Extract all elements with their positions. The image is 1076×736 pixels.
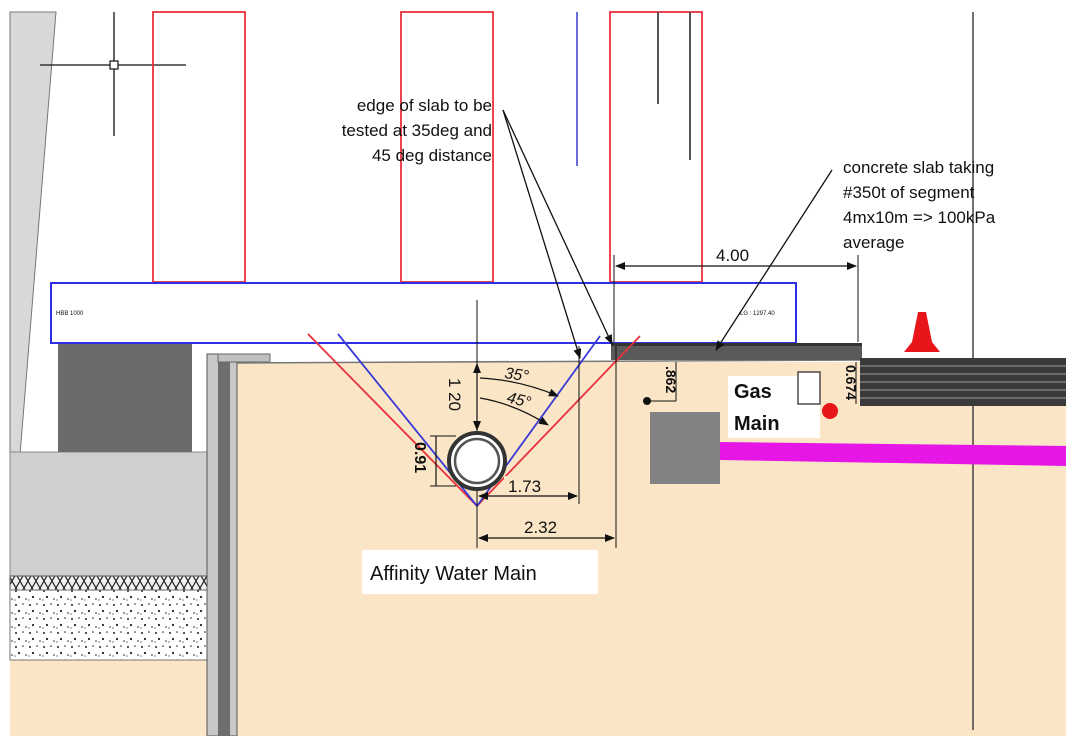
offset-35-label: 2.32 — [524, 518, 557, 537]
concrete-slab — [611, 344, 862, 360]
beam-band — [50, 282, 797, 344]
gas-main-pipe — [720, 442, 1066, 466]
slab-note-line-3: 4mx10m => 100kPa — [843, 208, 996, 227]
soil-area-left — [10, 660, 210, 736]
offset-45-label-bg — [504, 476, 556, 496]
water-main-label-box — [362, 550, 598, 594]
slab-note-line-1: concrete slab taking — [843, 158, 994, 177]
crosshair-box — [109, 60, 119, 70]
traffic-cone-icon — [904, 312, 940, 352]
edge-note-leader-2 — [502, 109, 613, 345]
retaining-wall-core — [218, 360, 230, 736]
gravel-layer — [9, 589, 211, 661]
angle-35-label: 35° — [503, 365, 530, 385]
offset-45-label: 1.73 — [508, 477, 541, 496]
slab-note-leader — [715, 169, 833, 351]
spread-line-45-left — [307, 333, 478, 507]
service-chamber — [650, 412, 720, 484]
edge-note-line-3: 45 deg distance — [372, 146, 492, 165]
slab-width-label: 4.00 — [716, 246, 749, 265]
depth-label: 1 20 — [445, 378, 464, 411]
pipe-diameter-label: 0.91 — [411, 442, 428, 473]
gas-main-label-line1: Gas — [734, 381, 772, 403]
wall-cap — [217, 353, 271, 363]
ground-line — [235, 359, 861, 364]
hatched-layer — [9, 575, 211, 591]
angle-45-label: 45° — [505, 389, 533, 411]
edge-note-line-1: edge of slab to be — [357, 96, 492, 115]
gas-valve-box — [797, 371, 821, 405]
left-dark-block — [58, 342, 192, 452]
concrete-slab-top — [611, 343, 862, 346]
right-depth-label-2: 0.674 — [843, 365, 859, 400]
beam-right-tag: LG : 1297.40 — [740, 311, 775, 317]
angle-arc-35 — [479, 377, 559, 397]
slab-note-line-4: average — [843, 233, 904, 252]
gas-main-marker-icon — [822, 403, 838, 419]
beam-left-tag: HBB 1000 — [56, 311, 84, 317]
slab-note-line-2: #350t of segment — [843, 183, 975, 202]
edge-note-line-2: tested at 35deg and — [342, 121, 492, 140]
angle-arc-45 — [479, 397, 549, 426]
right-depth-label-1: .862 — [663, 366, 679, 393]
water-main-label: Affinity Water Main — [370, 563, 537, 585]
edge-note-leader-1 — [502, 109, 582, 359]
water-main-pipe-inner — [453, 437, 501, 485]
gas-main-label-line2: Main — [734, 413, 780, 435]
left-wall-base — [9, 451, 211, 577]
